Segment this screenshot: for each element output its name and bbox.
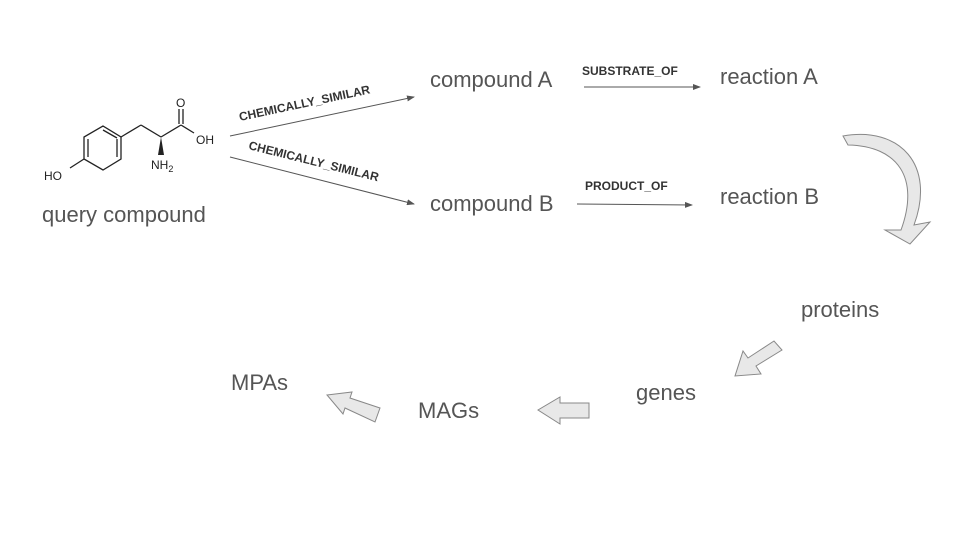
edge-label-substrate-of: SUBSTRATE_OF [582,64,678,78]
alpha-bond [140,124,162,138]
edge-label-chemically-similar-b: CHEMICALLY_SIMILAR [247,138,380,184]
mpas-node: MPAs [231,370,288,395]
genes-node: genes [636,380,696,405]
block-arrow-genes-to-mags [537,396,590,425]
edge-query-to-compound-a [229,95,415,137]
proteins-node: proteins [801,297,879,322]
phenol-hydroxyl-label: HO [44,169,62,183]
benzene-ring [83,125,122,171]
query-compound-structure: O OH NH2 HO [44,96,214,183]
carboxyl-bond [160,124,182,138]
edge-compound-b-to-reaction-b [576,201,693,208]
edge-label-product-of: PRODUCT_OF [585,179,668,193]
edge-label-chemically-similar-a: CHEMICALLY_SIMILAR [238,82,372,124]
hydroxyl-bond [180,124,195,134]
block-arrow-mags-to-mpas [326,391,381,423]
mags-node: MAGs [418,398,479,423]
compound-b-node: compound B [430,191,554,216]
amine-wedge-bond [158,137,164,155]
amine-label: NH2 [151,158,173,174]
reaction-a-node: reaction A [720,64,818,89]
compound-a-node: compound A [430,67,553,92]
phenol-bond [69,158,85,169]
ch2-bond [120,124,142,138]
reaction-b-node: reaction B [720,184,819,209]
edge-query-to-compound-b [229,156,415,206]
curved-block-arrow [842,134,932,245]
block-arrow-proteins-to-genes [734,340,783,377]
query-compound-label: query compound [42,202,206,227]
acid-hydroxyl-label: OH [196,133,214,147]
ring-double-bond-3 [102,129,118,139]
carbonyl-oxygen-label: O [176,96,185,110]
